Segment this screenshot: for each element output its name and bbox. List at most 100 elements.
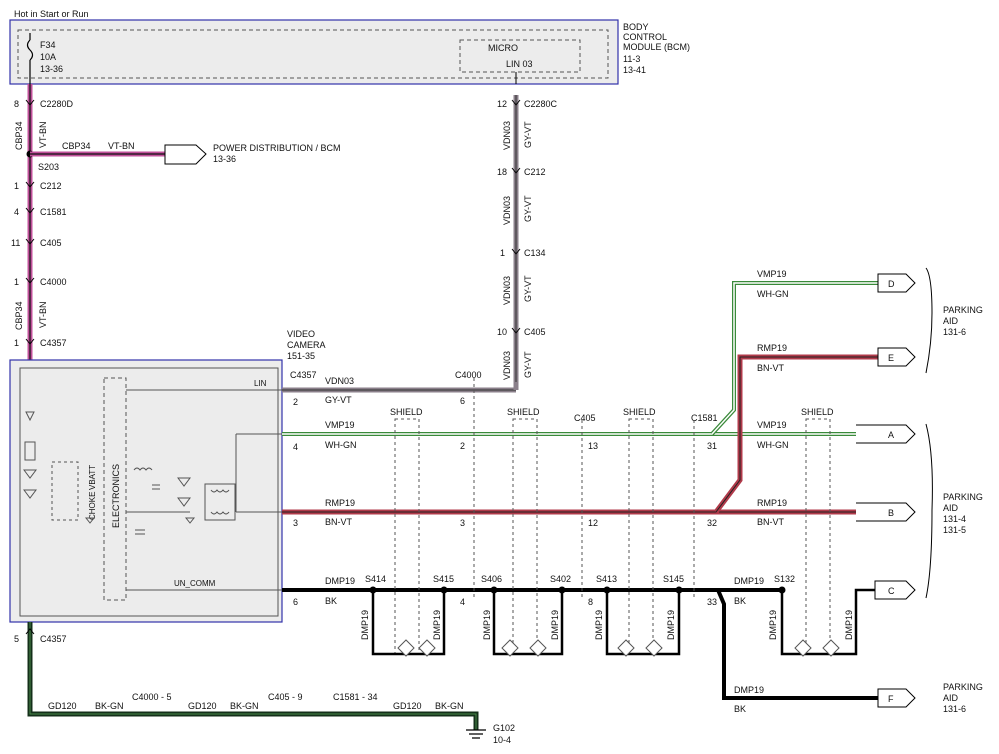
conn-c1581-left: C1581 — [40, 207, 67, 217]
bcm-title-1: BODY — [623, 22, 649, 32]
connector-c4357-top-icon — [25, 338, 35, 345]
conn-c2280c: C2280C — [524, 99, 558, 109]
connector-c134-icon — [511, 248, 521, 255]
rmp-c1581-pin: 32 — [707, 518, 717, 528]
dmp-color: BK — [325, 596, 337, 606]
conn-c4357-top: C4357 — [40, 338, 67, 348]
shield-label-4: SHIELD — [801, 407, 834, 417]
bcm-ref-2: 13-41 — [623, 65, 646, 75]
splice-s145: S145 — [663, 574, 684, 584]
vmp-color: WH-GN — [325, 440, 357, 450]
connector-f-letter: F — [888, 694, 894, 704]
vmp-c4000-pin: 2 — [460, 441, 465, 451]
power-dist-ref: 13-36 — [213, 154, 236, 164]
fuse-id: F34 — [40, 40, 56, 50]
ground-color-1: BK-GN — [95, 701, 124, 711]
ground-inline-3: C1581 - 34 — [333, 692, 378, 702]
fuse-icon — [26, 39, 34, 61]
drain-label-1b: DMP19 — [432, 610, 442, 640]
brace-mid-icon — [925, 423, 933, 599]
splice-s413: S413 — [596, 574, 617, 584]
choke-label: CHOKE — [88, 492, 97, 520]
connector-d[interactable]: D — [877, 273, 916, 293]
shield-diamond-2a-icon — [501, 639, 519, 657]
pin-c4357-top: 1 — [14, 338, 19, 348]
pin-c405-left: 11 — [11, 238, 20, 248]
lin-circuit-4: VDN03 — [502, 351, 512, 380]
electronics-label: ELECTRONICS — [111, 464, 121, 528]
bcm-module[interactable]: MICRO LIN 03 BODY CONTROL MODULE (BCM) 1… — [9, 19, 690, 85]
connector-a-letter: A — [888, 430, 894, 440]
branch-f-wire[interactable] — [716, 589, 878, 700]
connector-a-arrow-icon — [856, 424, 916, 444]
drain-label-2a: DMP19 — [482, 610, 492, 640]
dmp-c405-pin: 8 — [588, 597, 593, 607]
lin-row-wire[interactable] — [282, 382, 519, 393]
parking-aid-mid-1: PARKING — [943, 492, 983, 502]
conn-c212-lin: C212 — [524, 167, 546, 177]
ground-circuit-3: GD120 — [393, 701, 422, 711]
splice-s414: S414 — [365, 574, 386, 584]
ground-wire[interactable] — [27, 622, 479, 730]
bcm-title-2: CONTROL — [623, 32, 667, 42]
ground-inline-1: C4000 - 5 — [132, 692, 172, 702]
shield-label-2: SHIELD — [507, 407, 540, 417]
shield-group-3: SHIELD DMP19 DMP19 — [594, 407, 681, 657]
connector-b[interactable]: B — [856, 502, 916, 522]
parking-aid-top-1: PARKING — [943, 305, 983, 315]
left-color-vt-bn-2: VT-BN — [38, 301, 48, 328]
video-camera-module[interactable]: ELECTRONICS VBATT CHOKE LIN UN_COMM — [9, 359, 283, 623]
branch-d-wire[interactable] — [710, 281, 878, 436]
lin-color-4: GY-VT — [523, 351, 533, 378]
connector-d-arrow-icon — [877, 273, 916, 293]
vmp-c405-pin: 13 — [588, 441, 598, 451]
drain-label-1a: DMP19 — [360, 610, 370, 640]
vmp-pin: 4 — [293, 442, 298, 452]
ground-pin: 5 — [14, 634, 19, 644]
shield-diamond-3b-icon — [645, 639, 663, 657]
rmp-c4000-pin: 3 — [460, 518, 465, 528]
parking-aid-top-ref: 131-6 — [943, 327, 966, 337]
splice-s406: S406 — [481, 574, 502, 584]
drain-label-3b: DMP19 — [666, 610, 676, 640]
f-color: BK — [734, 704, 746, 714]
un-comm-label: UN_COMM — [174, 579, 216, 588]
conn-c405-lin: C405 — [524, 327, 546, 337]
pin-12: 12 — [497, 99, 507, 109]
conn-c2280d: C2280D — [40, 99, 74, 109]
vbatt-label: VBATT — [88, 465, 97, 490]
drain-loop-3 — [605, 590, 681, 656]
pin-c405-lin: 10 — [497, 327, 507, 337]
camera-lin-label: LIN — [254, 379, 267, 388]
connector-f[interactable]: F — [877, 688, 916, 708]
connector-c4000-left-icon — [25, 277, 35, 284]
shield-diamond-1b-icon — [418, 639, 436, 657]
power-distribution-arrow-icon[interactable] — [164, 144, 207, 165]
bcm-ref-1: 11-3 — [623, 54, 640, 64]
f-circuit: DMP19 — [734, 685, 764, 695]
connector-a[interactable]: A — [856, 424, 916, 444]
connector-c[interactable]: C — [874, 580, 916, 600]
dmp-c1581-pin: 33 — [707, 597, 717, 607]
shield-box-4 — [805, 418, 831, 655]
bcm-lin-label: LIN 03 — [506, 59, 533, 69]
branch-e-wire[interactable] — [714, 354, 878, 514]
rmp-color: BN-VT — [325, 517, 353, 527]
bcm-micro-label: MICRO — [488, 43, 518, 53]
connector-e[interactable]: E — [877, 347, 916, 367]
connector-c-letter: C — [888, 586, 895, 596]
camera-title-2: CAMERA — [287, 340, 326, 350]
ground-ref: 10-4 — [493, 735, 511, 745]
connector-b-arrow-icon — [856, 502, 916, 522]
left-circuit-cbp34: CBP34 — [14, 121, 24, 150]
chassis-ground-icon — [84, 517, 96, 524]
lin-circuit: VDN03 — [325, 376, 354, 386]
electronics-box — [103, 377, 127, 601]
gd120-stripe — [29, 622, 477, 730]
left-color-vt-bn: VT-BN — [38, 121, 48, 148]
bcm-inner-outline — [17, 29, 609, 79]
b-circuit: RMP19 — [757, 498, 787, 508]
c4000-label: C4000 — [455, 370, 482, 380]
d-circuit: VMP19 — [757, 269, 787, 279]
c-circuit: DMP19 — [734, 576, 764, 586]
